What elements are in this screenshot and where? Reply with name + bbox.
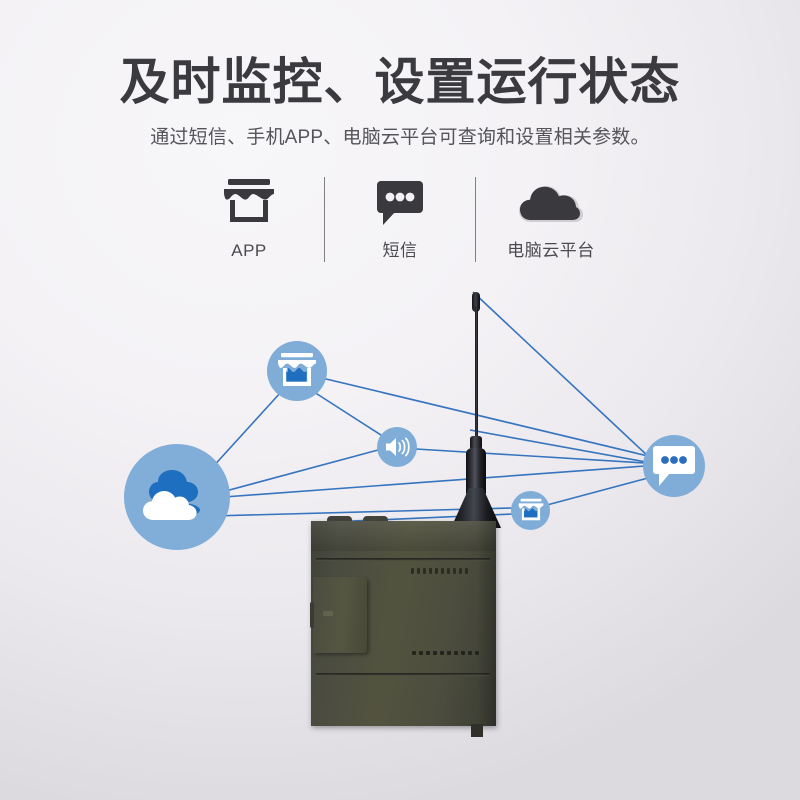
device-top-shade <box>311 521 496 551</box>
antenna-collar <box>470 436 482 450</box>
device-top-nub-right <box>363 516 388 522</box>
speaker-icon <box>386 437 410 457</box>
channel-cloud-label: 电脑云平台 <box>507 241 595 260</box>
channel-divider-2 <box>475 177 476 262</box>
header: 及时监控、设置运行状态 通过短信、手机APP、电脑云平台可查询和设置相关参数。 <box>0 0 800 151</box>
alarm-speaker-node[interactable] <box>377 427 417 467</box>
device-seam-top <box>316 558 490 561</box>
cloud-icon <box>143 470 200 520</box>
antenna-tip <box>472 292 480 312</box>
antenna-barrel <box>466 448 486 496</box>
device-door-notch <box>310 602 314 628</box>
device-store-node[interactable] <box>511 491 550 530</box>
device-mounting-foot <box>471 724 483 737</box>
storefront-icon <box>518 498 543 521</box>
channel-divider-1 <box>324 177 325 262</box>
message-bubble-icon <box>375 175 425 231</box>
storefront-icon <box>278 353 316 386</box>
sms-message-node[interactable] <box>643 435 705 497</box>
message-bubble-icon <box>653 446 695 486</box>
device-right-edge <box>479 521 496 726</box>
device-access-door[interactable] <box>310 577 367 653</box>
cloud-platform-node[interactable] <box>124 444 230 550</box>
app-store-node[interactable] <box>267 341 327 401</box>
antenna-rod <box>475 306 478 440</box>
page-title: 及时监控、设置运行状态 <box>119 54 681 110</box>
page-subtitle: 通过短信、手机APP、电脑云平台可查询和设置相关参数。 <box>150 127 650 148</box>
storefront-icon <box>222 175 276 231</box>
device-body <box>310 521 496 726</box>
cloud-icon <box>517 175 585 231</box>
channel-app[interactable]: APP <box>174 175 324 262</box>
device-seam-bottom <box>316 673 490 676</box>
device-terminal-marks-upper <box>411 568 468 574</box>
channel-sms-label: 短信 <box>382 241 418 260</box>
channel-cloud[interactable]: 电脑云平台 <box>476 175 626 262</box>
plc-controller-device <box>310 516 504 737</box>
device-top-nub-left <box>327 516 352 522</box>
channel-sms[interactable]: 短信 <box>325 175 475 262</box>
channel-row: APP 短信 电脑云平台 <box>0 175 800 262</box>
device-door-mark <box>323 611 333 616</box>
device-terminal-marks-lower <box>412 651 479 655</box>
channel-app-label: APP <box>231 241 267 260</box>
whip-antenna <box>447 288 517 528</box>
